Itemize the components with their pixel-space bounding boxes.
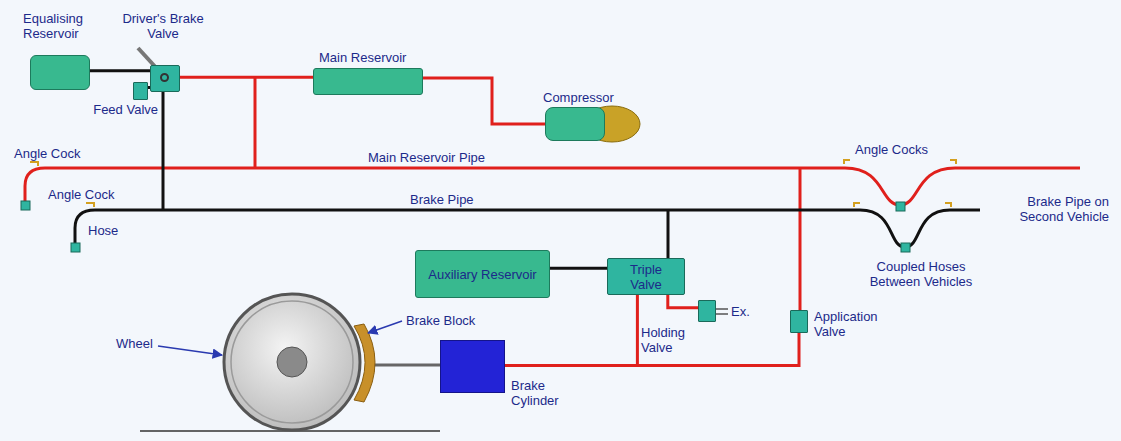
reservoir-box: Equalising Reservoir: [30, 55, 90, 90]
main-reservoir-junction: [254, 77, 257, 168]
pipe-label: Brake Block: [406, 313, 496, 328]
pipe-label: Brake Pipe: [410, 192, 510, 207]
part-label: Holding Valve: [641, 325, 699, 355]
part-label: Feed Valve: [79, 102, 158, 117]
pipe-label: Coupled Hoses Between Vehicles: [862, 259, 980, 289]
pipe-label: Brake Pipe on Second Vehicle: [985, 194, 1109, 224]
triple-valve-box: Triple Valve: [607, 258, 685, 295]
pipe-label: Wheel: [116, 336, 176, 351]
pipe-label: Angle Cocks: [855, 142, 965, 157]
brake-cylinder-box: Brake Cylinder: [440, 340, 505, 393]
pipe-connector: [550, 267, 607, 270]
holding-valve-box: Holding Valve: [698, 300, 716, 322]
part-label: Application Valve: [814, 309, 904, 339]
triple-valve-branch: [667, 210, 670, 258]
part-label: Driver's Brake Valve: [121, 11, 205, 41]
reservoir-box: Auxiliary Reservoir: [415, 250, 550, 298]
pipe-label: Hose: [88, 223, 138, 238]
part-label: Main Reservoir: [319, 50, 439, 65]
pipe-connector: [90, 69, 150, 72]
pipe-label: Angle Cock: [14, 146, 104, 161]
brake-rod: [368, 364, 440, 367]
feed-valve-box: Feed Valve: [133, 82, 148, 100]
pipe-connector: [423, 78, 545, 124]
brake-block-leader: [368, 321, 402, 333]
application-valve-feed: [799, 168, 802, 310]
compressor-box: Compressor: [545, 107, 605, 141]
exhaust-port: [716, 309, 728, 314]
wheel-leader: [158, 346, 222, 355]
pipe-connector: [668, 295, 698, 308]
angle-cock: [71, 243, 80, 252]
pipe-connector: [180, 76, 313, 79]
reservoir-box: Main Reservoir: [313, 68, 423, 95]
pipe-label: Ex.: [731, 304, 761, 319]
angle-cock: [21, 201, 30, 210]
brake-block: [354, 324, 375, 402]
brake-pipe: [75, 210, 980, 243]
wheel-hub: [277, 347, 307, 377]
wheel: [224, 294, 360, 430]
box-text: Auxiliary Reservoir: [428, 267, 536, 282]
wheel-rim: [231, 301, 353, 423]
angle-cock: [901, 243, 910, 252]
brake-pipe-coupled-hose: [860, 210, 950, 247]
part-label: Equalising Reservoir: [23, 11, 101, 41]
pipe-connector: [505, 295, 637, 365]
application-valve-box: Application Valve: [790, 310, 808, 333]
valve-port: [160, 73, 169, 82]
angle-cock-handle: [30, 160, 956, 207]
box-text: Triple Valve: [614, 262, 678, 292]
part-label: Brake Cylinder: [511, 378, 581, 408]
pipe-label: Angle Cock: [48, 187, 138, 202]
part-label: Compressor: [543, 90, 653, 105]
brake-valve-box: Driver's Brake Valve: [150, 65, 180, 92]
angle-cock: [896, 202, 905, 211]
brake-pipe-drop: [162, 92, 165, 210]
main-reservoir-coupled-hose: [845, 168, 955, 205]
pipe-label: Main Reservoir Pipe: [368, 150, 528, 165]
